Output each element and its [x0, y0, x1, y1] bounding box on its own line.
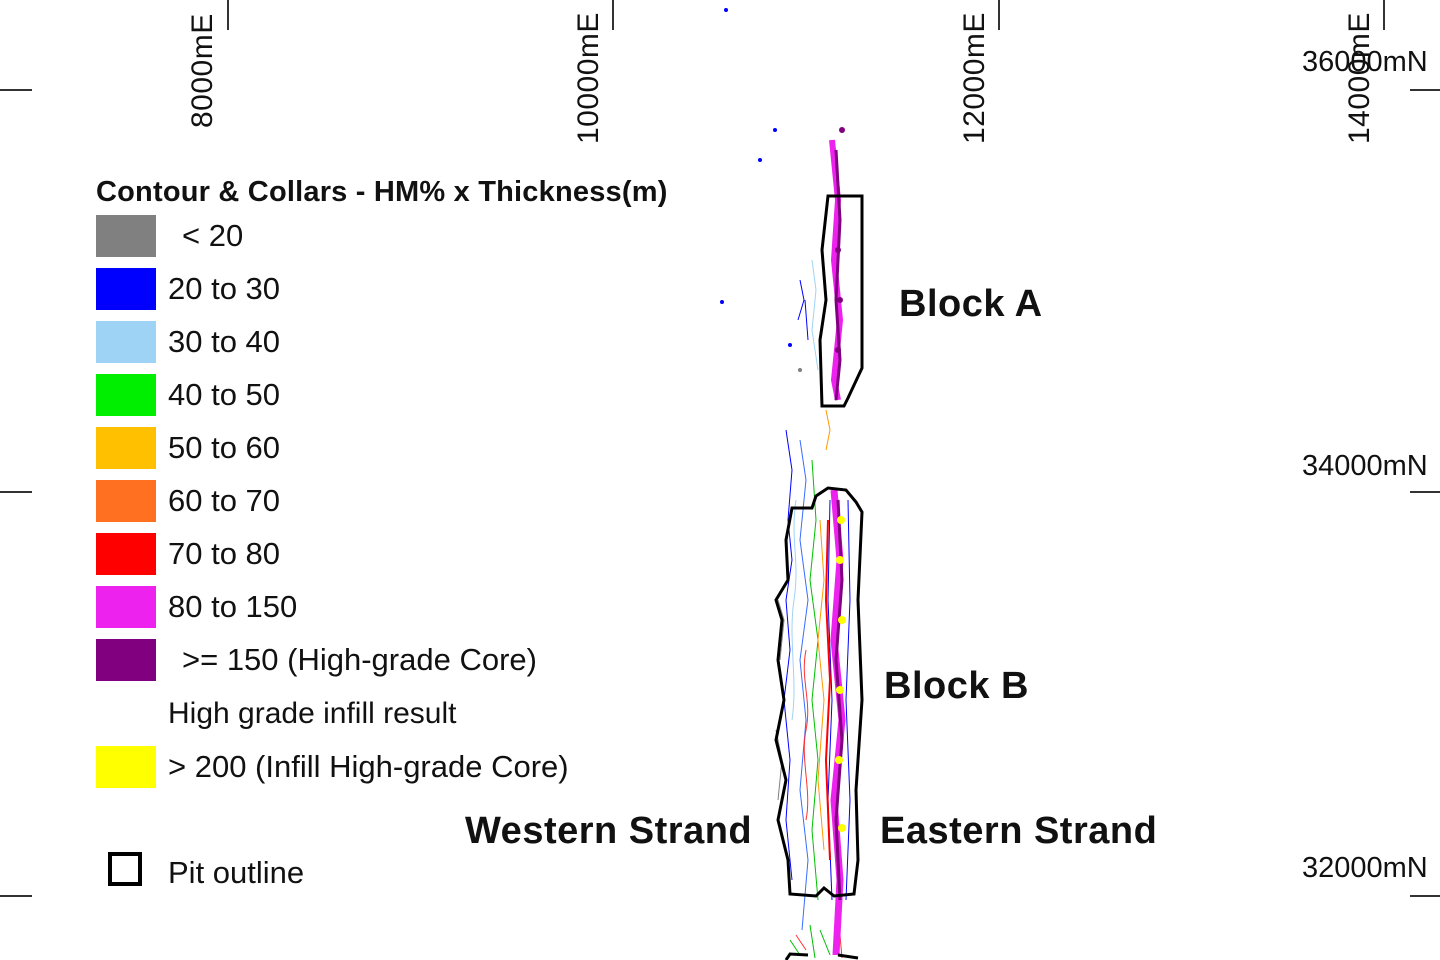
legend-swatch-60-70: [96, 480, 156, 522]
easting-label-12000: 12000mE: [958, 12, 991, 144]
legend-label-20-30: 20 to 30: [168, 271, 281, 306]
pit-outlines: [774, 194, 864, 960]
label-block-b: Block B: [884, 665, 1029, 707]
legend-title: Contour & Collars - HM% x Thickness(m): [96, 176, 668, 208]
pit-outline-block-a: [818, 194, 864, 408]
legend-label-infill-gt200: > 200 (Infill High-grade Core): [168, 749, 569, 784]
label-eastern-strand: Eastern Strand: [880, 810, 1158, 852]
legend-label-60-70: 60 to 70: [168, 483, 281, 518]
legend-swatch-lt20: [96, 215, 156, 257]
western-strand-contours: [775, 259, 843, 959]
legend-swatch-infill-gt200: [96, 746, 156, 788]
northing-label-36000: 36000mN: [1302, 46, 1428, 78]
legend-swatch-80-150: [96, 586, 156, 628]
legend-label-gte150: >= 150 (High-grade Core): [182, 642, 537, 677]
legend-label-30-40: 30 to 40: [168, 324, 281, 359]
label-block-a: Block A: [899, 283, 1043, 325]
pit-outline-south: [784, 952, 859, 960]
legend-label-70-80: 70 to 80: [168, 536, 281, 571]
legend-label-lt20: < 20: [182, 218, 244, 253]
easting-label-8000: 8000mE: [186, 13, 219, 128]
legend-label-pit-outline: Pit outline: [168, 855, 305, 890]
label-western-strand: Western Strand: [465, 810, 753, 852]
eastern-strand-core: [720, 8, 851, 956]
legend-swatch-gte150: [96, 639, 156, 681]
pit-outline-swatch: [108, 852, 142, 886]
legend-swatch-30-40: [96, 321, 156, 363]
legend-swatch-70-80: [96, 533, 156, 575]
legend-label-40-50: 40 to 50: [168, 377, 281, 412]
northing-label-32000: 32000mN: [1302, 852, 1428, 884]
pit-outline-block-b: [774, 486, 864, 898]
legend-infill-heading: High grade infill result: [168, 697, 457, 730]
legend-swatch-40-50: [96, 374, 156, 416]
grid-ticks: [0, 0, 1440, 897]
legend-label-50-60: 50 to 60: [168, 430, 281, 465]
legend-swatch-50-60: [96, 427, 156, 469]
legend-swatch-20-30: [96, 268, 156, 310]
legend-label-80-150: 80 to 150: [168, 589, 298, 624]
easting-label-10000: 10000mE: [572, 12, 605, 144]
northing-label-34000: 34000mN: [1302, 450, 1428, 482]
